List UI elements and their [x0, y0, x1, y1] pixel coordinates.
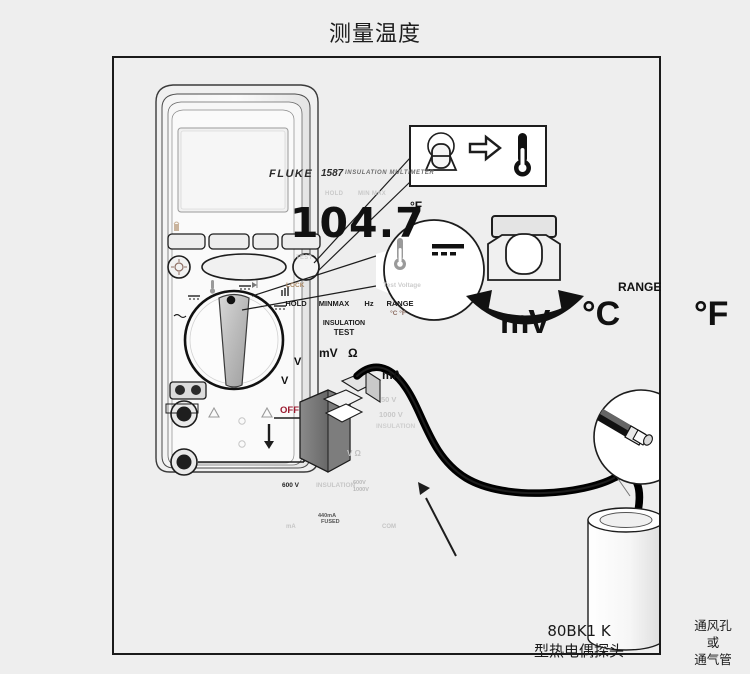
vent-annotation-line3: 通气管 — [694, 651, 732, 667]
probe-label-arrow — [418, 482, 457, 557]
dial-knob — [218, 293, 250, 388]
hz-button-label[interactable]: Hz — [364, 299, 374, 308]
lcd-unit: °F — [410, 199, 423, 213]
dial-thermometer-icon — [209, 280, 216, 294]
fuse-label-line1: 440mA — [318, 513, 337, 519]
terminal-label-insulation: INSULATION — [316, 482, 356, 489]
model-subtitle: INSULATION MULTIMETER — [345, 170, 435, 176]
dial-label-50v[interactable]: 50 V — [381, 395, 397, 404]
probe-annotation-line2: 型热电偶探头 — [533, 642, 624, 661]
dial-zoom-callout — [241, 219, 485, 321]
diagram-canvas — [155, 84, 659, 651]
page-title: 测量温度 — [328, 22, 421, 47]
mode-button-callout — [313, 125, 547, 272]
minmax-button-label[interactable]: MINMAX — [318, 299, 350, 308]
dial-label-insulation[interactable]: INSULATION — [376, 423, 416, 430]
fuse-label-line2: FUSED — [321, 519, 340, 525]
probe-tip-callout — [593, 389, 659, 497]
insulation-test-button — [201, 253, 287, 281]
lcd-minmax-indicator: MIN MAX — [358, 191, 387, 197]
terminal-label-com: COM — [382, 524, 396, 530]
zoom-thermometer-icon — [394, 238, 406, 270]
lcd-test-indicator: TEST — [296, 255, 313, 261]
warning-triangle-icon — [208, 406, 273, 418]
dial-symbols — [173, 280, 289, 319]
dial-label-ma[interactable]: mA — [382, 368, 402, 382]
vent-annotation-line1: 通风孔 — [694, 618, 732, 633]
arrow-right-icon — [468, 134, 502, 162]
terminal-label-v-ohm: V Ω — [347, 449, 361, 458]
thermocouple-plug — [299, 369, 382, 473]
temperature-mode-button — [292, 253, 320, 281]
probe-annotation: 80BK1 K 型热电偶探头 — [484, 621, 674, 662]
lock-label: LOCK — [286, 282, 305, 289]
lock-icon — [173, 221, 180, 231]
celsius-label: °C — [582, 295, 621, 333]
dial-label-mv[interactable]: mV — [319, 346, 338, 360]
range-button — [281, 233, 321, 250]
hz-button — [252, 233, 279, 250]
keypad — [167, 233, 321, 250]
rotary-dial — [183, 289, 285, 391]
dc-symbol — [432, 244, 464, 256]
dial-label-1000v[interactable]: 1000 V — [379, 410, 403, 419]
fahrenheit-label: °F — [694, 295, 729, 333]
dial-label-v-dc[interactable]: V — [294, 356, 302, 368]
terminal-rating-line2: 1000V — [353, 487, 369, 493]
lcd-reading: 104.7 — [290, 199, 425, 247]
terminal-rating-line1: 600V — [353, 480, 366, 486]
vent-annotation: 通风孔 或 通气管 — [674, 618, 750, 669]
test-voltage-label: Test Voltage — [383, 282, 421, 289]
multimeter-body — [155, 84, 321, 476]
thermocouple-tip-icon — [597, 409, 653, 446]
vent-cylinder — [587, 507, 659, 651]
lcd-hold-indicator: HOLD — [325, 191, 344, 197]
continuity-icon — [281, 286, 289, 296]
hold-button — [167, 233, 206, 250]
dial-zoom-mv-label: mV — [500, 303, 550, 340]
dial-label-v-ac[interactable]: V — [281, 375, 289, 387]
ground-arrow-icon — [264, 424, 274, 449]
diode-icon — [252, 280, 258, 288]
figure-frame: FLUKE 1587 INSULATION MULTIMETER 104.7 °… — [112, 56, 732, 667]
range-callout-label[interactable]: RANGE — [618, 280, 662, 294]
minmax-button — [208, 233, 250, 250]
hold-button-label[interactable]: HOLD — [285, 299, 307, 308]
model-number: 1587 — [321, 168, 344, 179]
range-button-label[interactable]: RANGE — [386, 299, 414, 308]
range-toggle-callout — [466, 215, 584, 325]
dial-pointer-dot — [226, 295, 236, 305]
double-arrow-icon — [466, 290, 584, 325]
probe-annotation-line1: 80BK1 K — [547, 622, 611, 640]
dial-label-ohm[interactable]: Ω — [348, 346, 358, 360]
dial-label-off[interactable]: OFF — [280, 405, 299, 416]
brand-logo: FLUKE — [269, 168, 314, 180]
vent-annotation-line2: 或 — [706, 634, 720, 650]
thermometer-icon — [514, 133, 531, 177]
insulation-test-label-line2[interactable]: TEST — [333, 328, 355, 337]
terminal-label-max-voltage: 600 V — [282, 482, 299, 489]
button-press-icon — [424, 132, 458, 171]
celsius-fahrenheit-label: °C °F — [390, 310, 406, 317]
backlight-button — [167, 255, 191, 279]
terminal-label-ma: mA — [286, 524, 296, 530]
insulation-test-label-line1[interactable]: INSULATION — [322, 320, 366, 327]
